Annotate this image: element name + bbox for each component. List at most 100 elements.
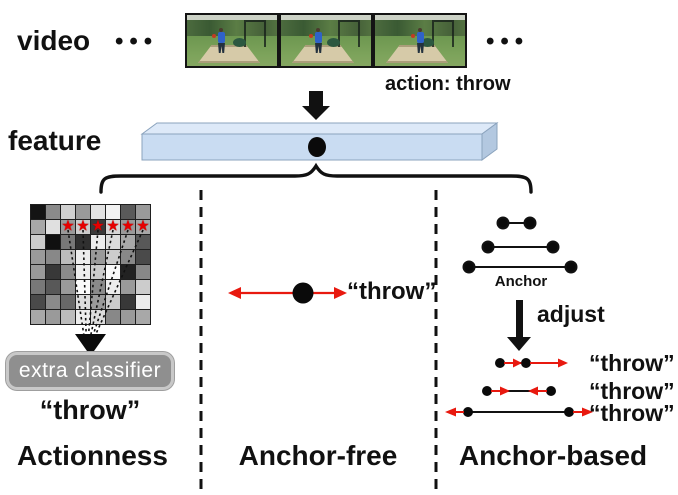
athlete-legs [417, 43, 424, 53]
grid-cell [136, 250, 150, 264]
extra-classifier-box: extra classifier [6, 352, 174, 390]
down-arrow-stem [309, 91, 323, 107]
grid-cell [46, 265, 60, 279]
adjusted-anchors [445, 358, 593, 417]
grid-cell [136, 205, 150, 219]
grid-cell [91, 280, 105, 294]
grid-cell [76, 250, 90, 264]
grid-cell [61, 280, 75, 294]
sky [281, 15, 371, 22]
grid-cell [121, 310, 135, 324]
adjust-arrow-head [507, 337, 531, 351]
bush [421, 38, 434, 47]
grid-cell [106, 250, 120, 264]
grid-cell [46, 205, 60, 219]
sky [375, 15, 465, 22]
grid-cell [91, 235, 105, 249]
adjust-arrow-stem [516, 300, 523, 338]
down-arrow-icon [302, 91, 330, 120]
feature-point-dot [308, 137, 326, 157]
athlete-head [219, 28, 223, 32]
grid-cell: ★ [136, 217, 150, 235]
grid-cell [91, 265, 105, 279]
thrown-object [212, 34, 216, 38]
grid-cell [61, 250, 75, 264]
left-arrowhead-icon [228, 287, 241, 299]
grid-cell [76, 310, 90, 324]
grid-cell [106, 295, 120, 309]
feature-label: feature [8, 125, 102, 156]
athlete-head [418, 28, 422, 32]
anchor-set [462, 216, 578, 274]
grid-cell [136, 310, 150, 324]
grid-cell [31, 205, 45, 219]
grid-cell [91, 205, 105, 219]
grid-cell [61, 235, 75, 249]
grid-cell [136, 235, 150, 249]
brace [99, 162, 533, 194]
grid-cell: ★ [121, 217, 135, 235]
grid-cell [76, 205, 90, 219]
athlete-head [316, 28, 320, 32]
video-label: video [17, 25, 91, 56]
throwing-pad [386, 45, 448, 63]
grid-cell [31, 250, 45, 264]
thrown-object [411, 34, 415, 38]
goal-frame [432, 20, 454, 47]
goal-frame [244, 20, 266, 47]
grid-cell [31, 265, 45, 279]
grid-cell [31, 295, 45, 309]
grid-cell [121, 235, 135, 249]
athlete [416, 28, 425, 54]
athlete-torso [315, 32, 322, 43]
throwing-pad [198, 45, 260, 63]
adjusted-anchor-shrink [482, 386, 556, 396]
grid-cell [76, 235, 90, 249]
grid-cell: ★ [106, 219, 120, 234]
grid-cell [106, 310, 120, 324]
athlete-legs [218, 43, 225, 53]
actionness-result-label: “throw” [39, 395, 141, 425]
video-frame [185, 13, 279, 68]
trees [187, 20, 277, 36]
grid-cell [136, 280, 150, 294]
star-icon: ★ [121, 217, 135, 235]
grid-cell: ★ [76, 219, 90, 234]
grid-cell [76, 265, 90, 279]
star-icon: ★ [136, 217, 150, 235]
video-frame [279, 13, 373, 68]
ellipsis-left-icon: ••• [115, 28, 159, 55]
right-arrowhead-icon [334, 287, 347, 299]
video-frames-strip [185, 13, 467, 68]
bush [233, 38, 246, 47]
grid-cell [136, 295, 150, 309]
anchor-free-graphic [228, 282, 347, 304]
grid-cell [136, 265, 150, 279]
grid-cell [46, 295, 60, 309]
grid-cell: ★ [91, 219, 105, 234]
thrown-object [309, 34, 313, 38]
grid-cell [46, 235, 60, 249]
actionness-grid: ★★★★★★ [30, 204, 151, 325]
grid-cell [106, 235, 120, 249]
grid-cell [61, 205, 75, 219]
grid-cell [46, 250, 60, 264]
sky [187, 15, 277, 22]
action-label: action: throw [385, 73, 511, 95]
grid-cell [121, 265, 135, 279]
grid-cell [31, 220, 45, 234]
grid-cell [91, 310, 105, 324]
grid-cell [61, 295, 75, 309]
grid-cell [61, 310, 75, 324]
trees [281, 20, 371, 36]
column-title-actionness: Actionness [17, 440, 168, 471]
anchor-free-point-dot [292, 282, 314, 304]
athlete-torso [218, 32, 225, 43]
throwing-pad [292, 45, 354, 63]
athlete-legs [315, 43, 322, 53]
adjust-arrow-icon [507, 300, 532, 351]
goal-frame [338, 20, 360, 47]
feature-bar [140, 122, 499, 161]
anchor-based-result-label: “throw” [589, 400, 675, 426]
